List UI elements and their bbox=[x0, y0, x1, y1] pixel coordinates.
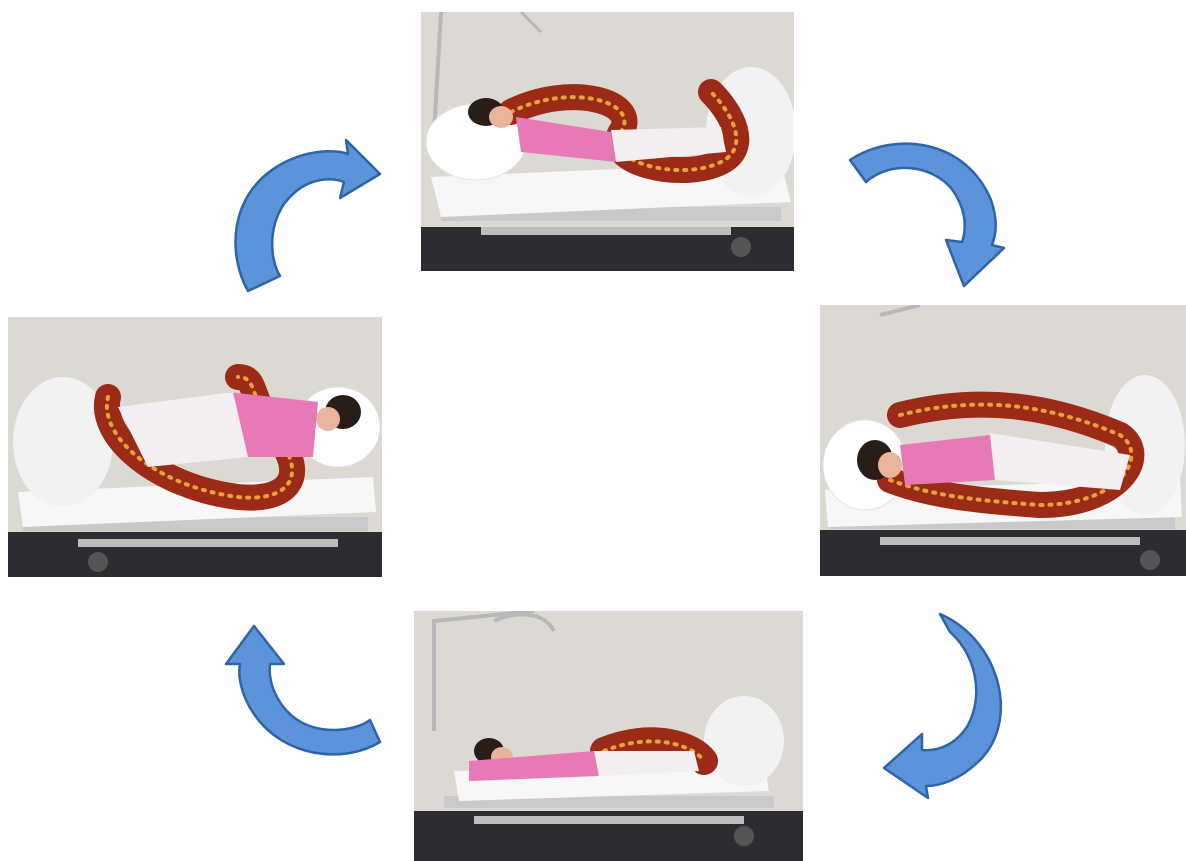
photo-prone-position bbox=[414, 611, 803, 861]
curved-arrow-icon-bottom-right bbox=[880, 610, 1016, 800]
curved-arrow-icon-top-left bbox=[218, 136, 384, 296]
photo-lateral-position-right bbox=[820, 305, 1186, 576]
photo-supine-position bbox=[421, 12, 794, 271]
photo-lateral-position-left bbox=[8, 317, 382, 577]
curved-arrow-icon-bottom-left bbox=[214, 624, 384, 760]
curved-arrow-icon-top-right bbox=[846, 130, 1006, 290]
